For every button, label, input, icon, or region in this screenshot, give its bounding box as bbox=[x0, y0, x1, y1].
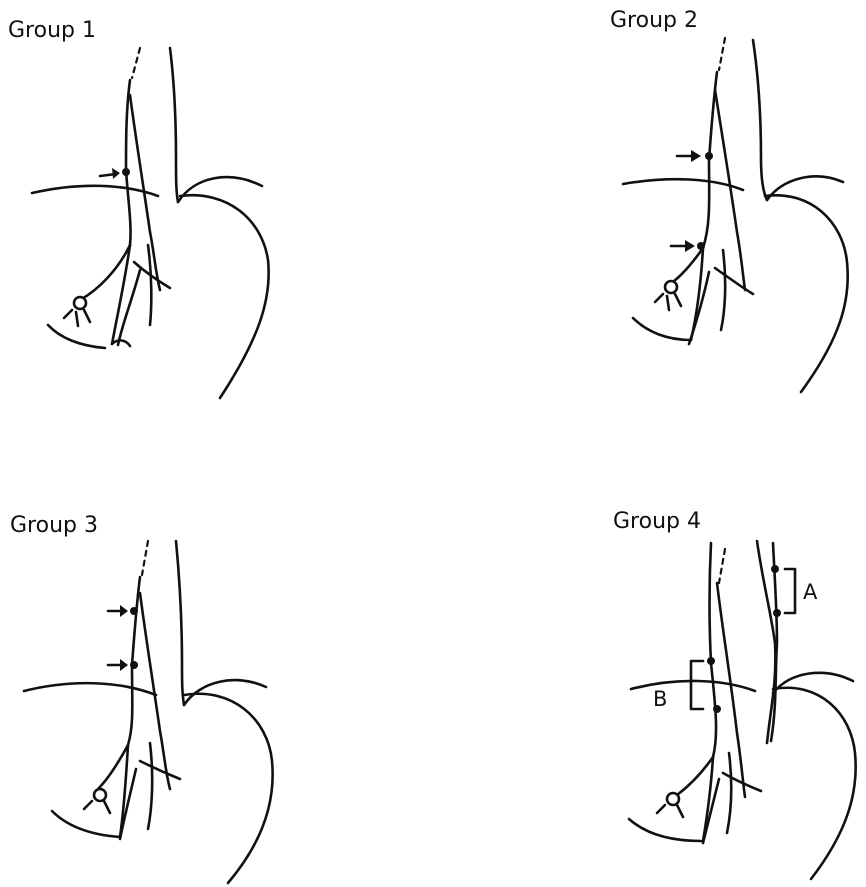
anatomy-diagram bbox=[0, 443, 433, 886]
nerve-trunk bbox=[126, 80, 131, 245]
nerve-dashed-top bbox=[132, 48, 140, 78]
marker-dot bbox=[697, 242, 705, 250]
nerve-branch bbox=[715, 268, 753, 294]
nerve-ending-ticks bbox=[84, 801, 110, 813]
marker-dot bbox=[130, 661, 138, 669]
panel-group-1: Group 1 bbox=[0, 0, 433, 443]
nerve-dashed-top bbox=[719, 549, 725, 583]
marker-dot bbox=[771, 565, 779, 573]
nerve-ending-ring bbox=[94, 789, 106, 801]
nerve-ending-ring bbox=[74, 297, 86, 309]
anatomy-diagram bbox=[0, 0, 433, 443]
nerve-branch bbox=[140, 761, 180, 779]
marker-dot bbox=[130, 607, 138, 615]
bracket-b bbox=[691, 661, 703, 709]
nerve-trunk bbox=[710, 543, 717, 757]
panel-group-4: Group 4 A B bbox=[433, 443, 866, 886]
diaphragm-line bbox=[24, 683, 156, 695]
lesser-curvature bbox=[633, 318, 691, 340]
stomach-outline bbox=[773, 688, 856, 879]
nerve-ending-ring bbox=[667, 793, 679, 805]
nerve-ending-ticks bbox=[655, 294, 681, 310]
nerve-ending-ring bbox=[665, 281, 677, 293]
arrow-head bbox=[120, 605, 128, 617]
marker-dot bbox=[705, 152, 713, 160]
diaphragm-line bbox=[623, 179, 743, 190]
nerve-trunk-right bbox=[130, 95, 160, 290]
esophagus-wall bbox=[176, 541, 184, 705]
nerve-branch bbox=[677, 757, 713, 795]
stomach-outline bbox=[180, 195, 269, 398]
nerve-branch bbox=[98, 745, 128, 789]
diaphragm-line bbox=[631, 681, 755, 691]
marker-dot bbox=[773, 609, 781, 617]
lesser-curvature bbox=[629, 819, 701, 841]
stomach-outline bbox=[184, 694, 273, 883]
bracket-a bbox=[785, 569, 795, 613]
nerve-branch bbox=[118, 270, 140, 345]
nerve-branch bbox=[727, 753, 731, 833]
panel-group-2: Group 2 bbox=[433, 0, 866, 443]
marker-dot bbox=[713, 705, 721, 713]
lesser-curvature bbox=[52, 811, 120, 837]
esophagus-wall bbox=[170, 48, 178, 202]
diaphragm-line bbox=[32, 186, 158, 196]
nerve-trunk bbox=[703, 72, 717, 248]
arrow-head bbox=[685, 240, 695, 252]
arrow-head bbox=[120, 659, 128, 671]
arrow-head bbox=[112, 168, 120, 179]
marker-dot bbox=[707, 657, 715, 665]
stomach-outline bbox=[765, 195, 848, 392]
stomach-curve bbox=[178, 177, 262, 202]
nerve-branch bbox=[120, 769, 136, 839]
nerve-dashed-top bbox=[719, 38, 725, 70]
anatomy-diagram bbox=[433, 443, 866, 886]
esophagus-wall bbox=[753, 40, 767, 200]
nerve-branch bbox=[721, 250, 725, 330]
marker-dot bbox=[122, 168, 130, 176]
anatomy-diagram bbox=[433, 0, 866, 443]
arrow-head bbox=[691, 150, 701, 162]
nerve-branch bbox=[112, 340, 130, 346]
nerve-branch bbox=[148, 743, 152, 829]
nerve-dashed-top bbox=[142, 541, 148, 575]
lesser-curvature bbox=[48, 325, 105, 348]
panel-group-3: Group 3 bbox=[0, 443, 433, 886]
nerve-ending-ticks bbox=[657, 805, 683, 817]
stomach-curve bbox=[773, 673, 853, 693]
nerve-branch bbox=[148, 245, 151, 325]
nerve-ending-ticks bbox=[64, 310, 90, 326]
